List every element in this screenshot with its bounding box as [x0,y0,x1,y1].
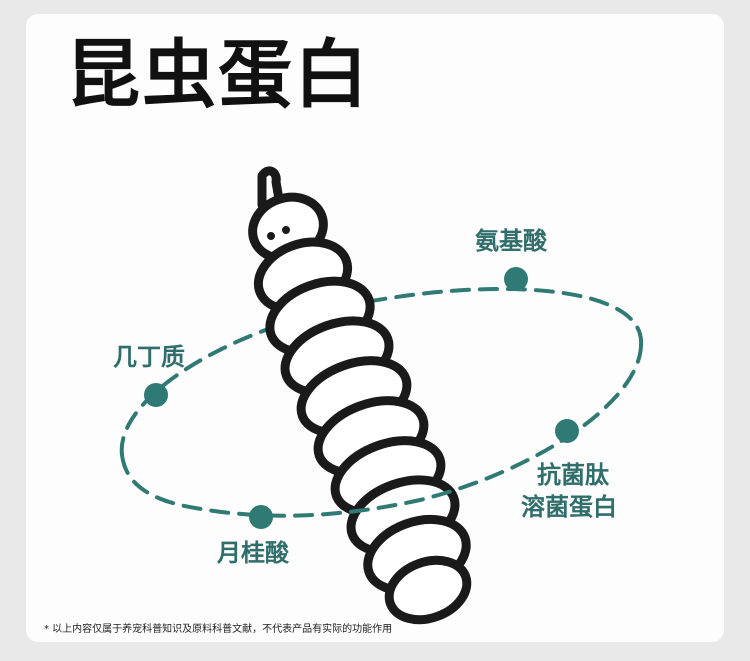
amino-acid-dot [504,267,528,291]
larva-eye-right [282,226,290,234]
label-antimicrobial-line2: 溶菌蛋白 [521,493,617,521]
antimicrobial-dot [555,419,579,443]
disclaimer-footnote: * 以上内容仅属于养宠科普知识及原料科普文献，不代表产品有实际的功能作用 [44,624,393,635]
larva-eye-left [267,232,275,240]
orbit-front [120,343,643,518]
chitin-dot [144,383,168,407]
insect-larva-icon [248,166,472,625]
page-title: 昆虫蛋白 [66,32,370,118]
lauric-acid-dot [249,505,273,529]
label-lauric-acid: 月桂酸 [217,539,289,567]
label-chitin: 几丁质 [113,343,185,371]
label-amino-acid: 氨基酸 [475,227,547,255]
label-antimicrobial-line1: 抗菌肽 [537,461,609,489]
